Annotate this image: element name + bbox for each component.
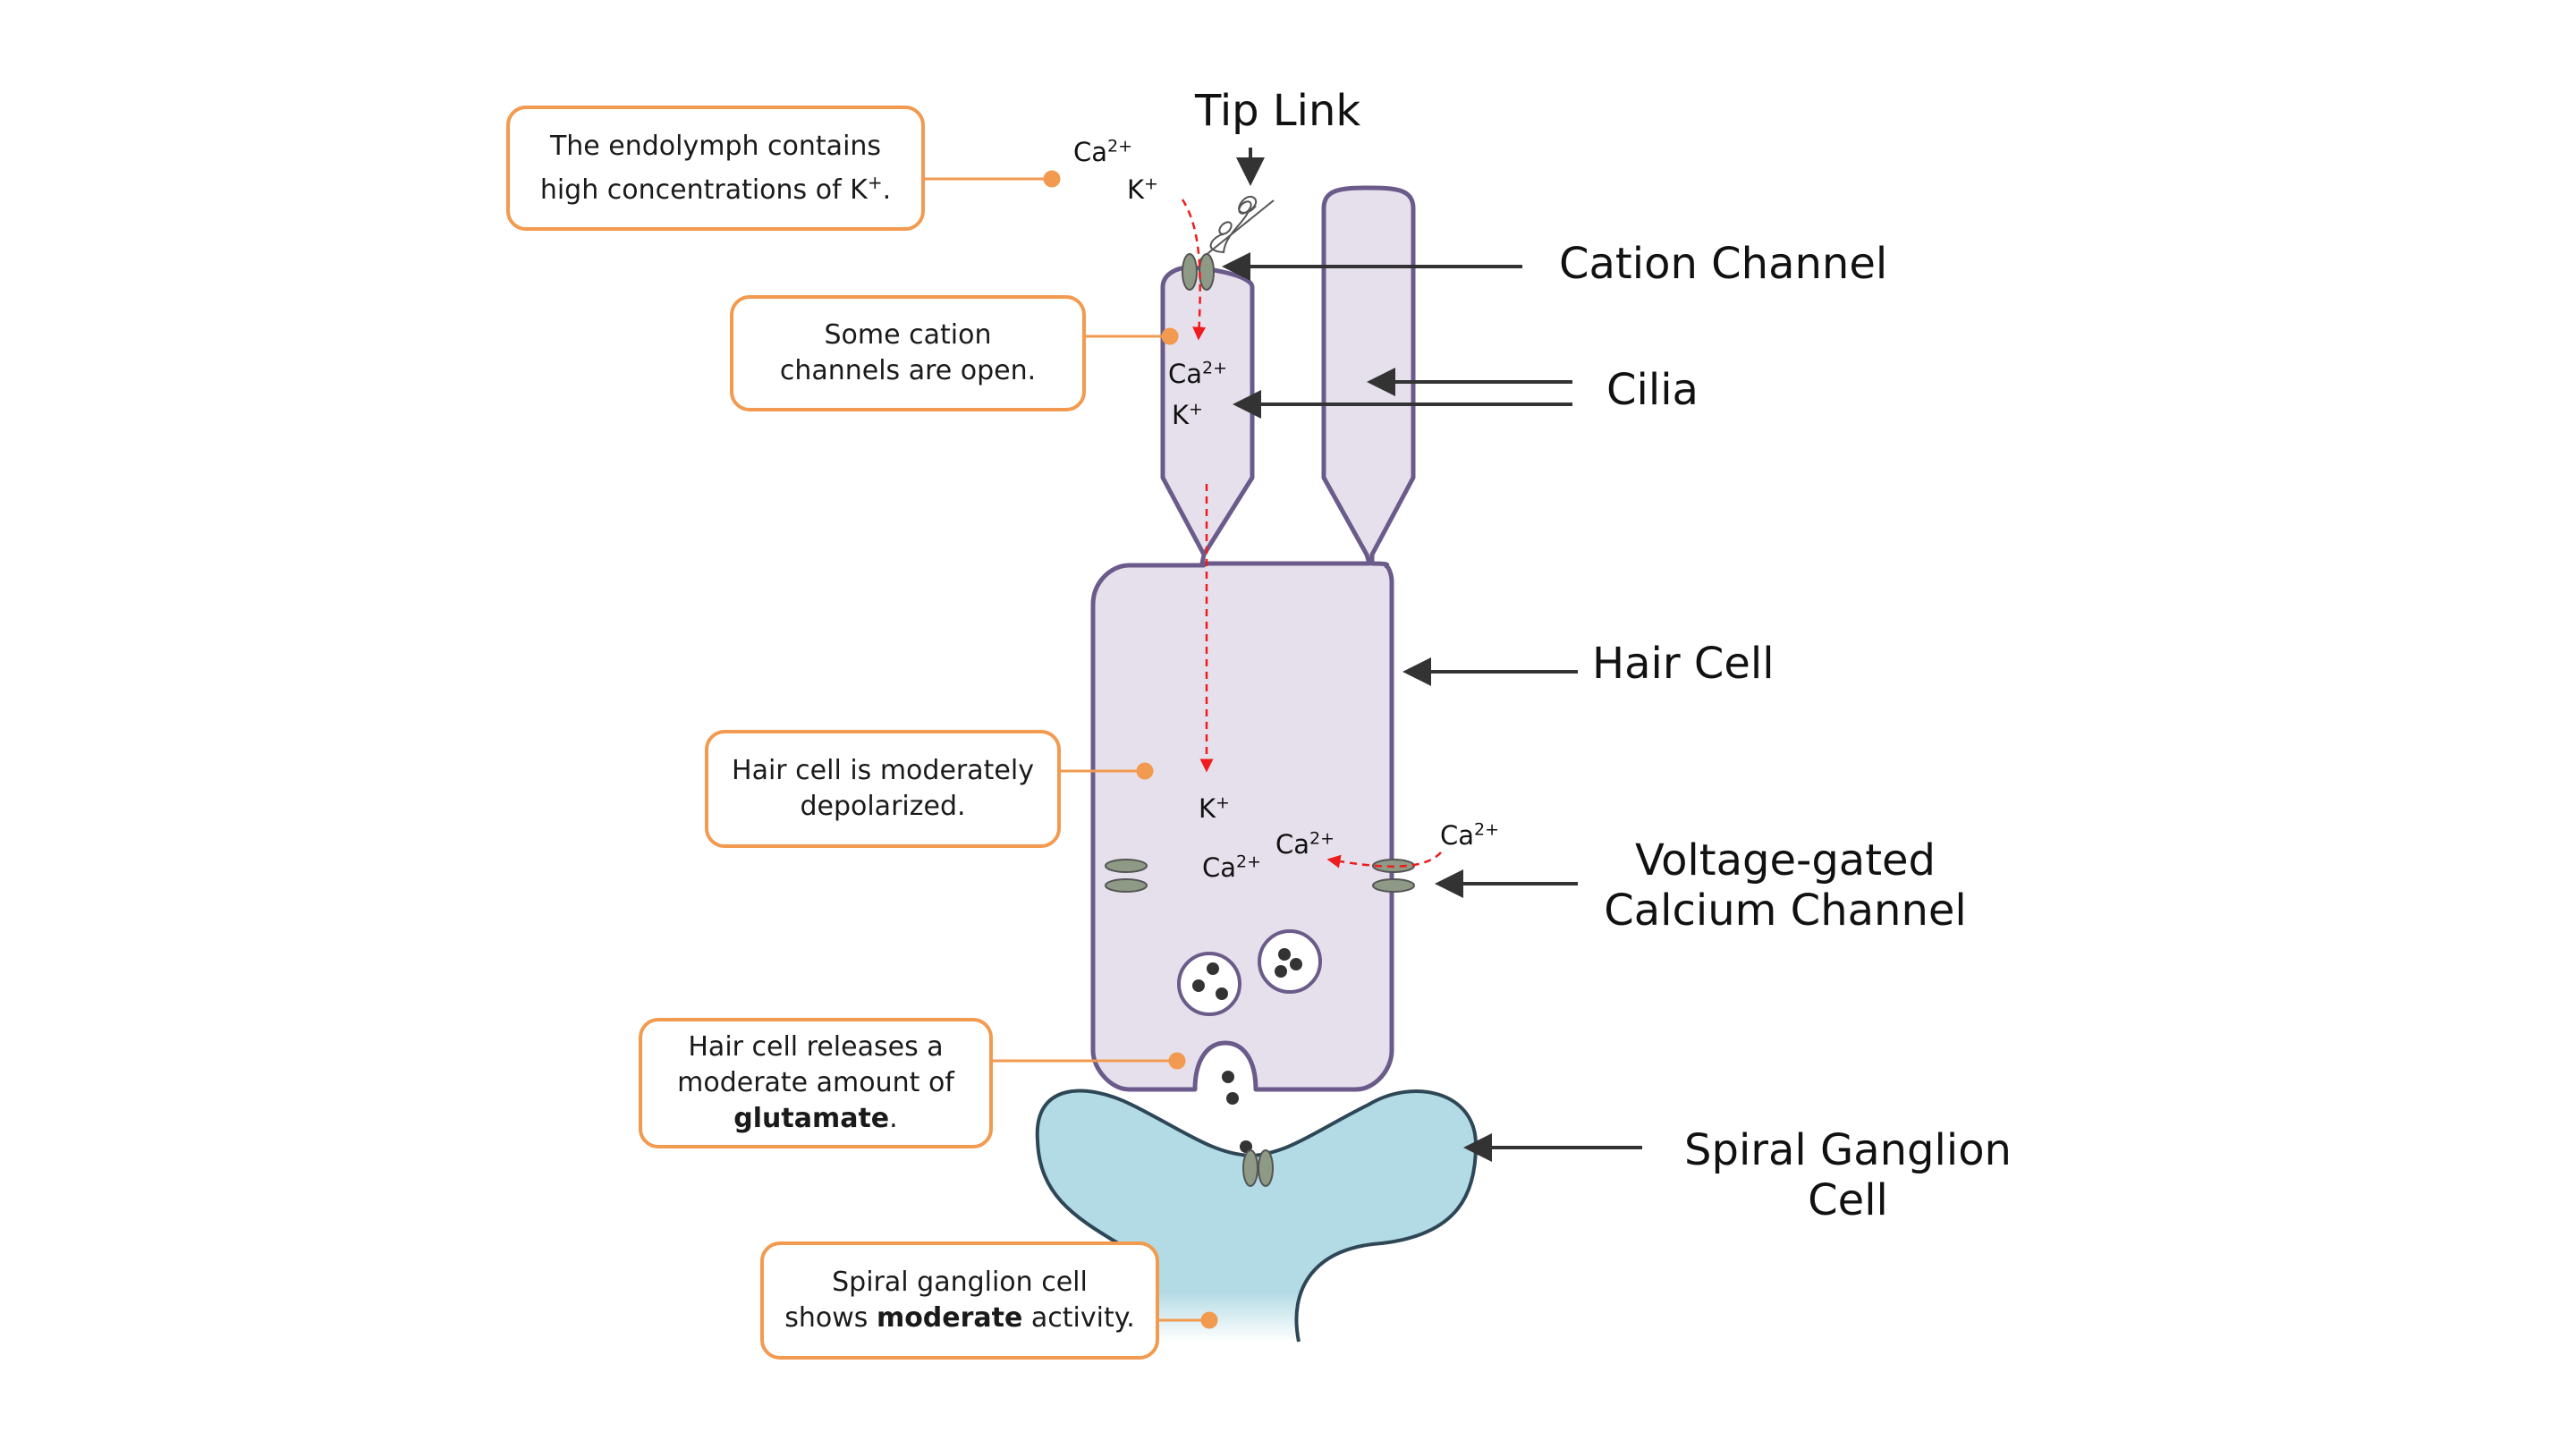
- callout-glutamate-line1: Hair cell releases a: [688, 1031, 944, 1063]
- callout-ganglion-activity: Spiral ganglion cell shows moderate acti…: [760, 1241, 1159, 1360]
- ion-flow-arrows: [1181, 199, 1442, 869]
- label-vgcc-line2: Calcium Channel: [1604, 886, 1967, 936]
- label-vgcc-line1: Voltage-gated: [1634, 835, 1936, 886]
- callout-ganglion-line1: Spiral ganglion cell: [832, 1267, 1088, 1298]
- callout-depolarized-line1: Hair cell is moderately: [732, 755, 1034, 786]
- callout-depolarized: Hair cell is moderately depolarized.: [705, 730, 1061, 848]
- callout-depolarized-line2: depolarized.: [800, 791, 966, 822]
- ion-ca-hair-cell-center: Ca2+: [1275, 828, 1335, 860]
- label-tip-link: Tip Link: [1195, 86, 1361, 136]
- ion-ca-hair-cell-left: Ca2+: [1202, 852, 1262, 883]
- vesicle-left: [1177, 952, 1241, 1016]
- ion-ca-cilium: Ca2+: [1168, 358, 1228, 389]
- ion-ca-endolymph: Ca2+: [1073, 136, 1133, 167]
- label-voltage-gated: Voltage-gated Calcium Channel: [1589, 835, 1982, 936]
- callout-glutamate-line3: glutamate.: [733, 1103, 898, 1134]
- callout-glutamate: Hair cell releases a moderate amount of …: [639, 1018, 993, 1148]
- callout-endolymph-line1: The endolymph contains: [549, 130, 882, 162]
- callout-cation-open: Some cation channels are open.: [730, 295, 1086, 411]
- vgcc-left: [1105, 859, 1148, 893]
- label-cation-channel: Cation Channel: [1559, 239, 1888, 289]
- label-arrows: [1222, 148, 1642, 1162]
- released-glutamate: [1222, 1071, 1252, 1153]
- vgcc-right: [1372, 859, 1415, 893]
- callout-connectors: [925, 170, 1218, 1329]
- callout-endolymph-line2: high concentrations of K+.: [539, 171, 892, 206]
- ion-k-hair-cell: K+: [1199, 792, 1230, 824]
- ion-k-endolymph: K+: [1127, 174, 1158, 205]
- vesicle-right: [1258, 929, 1322, 994]
- tip-link: [1199, 196, 1275, 260]
- callout-endolymph: The endolymph contains high concentratio…: [506, 106, 925, 231]
- label-spiral-line1: Spiral Ganglion: [1684, 1125, 2012, 1175]
- label-cilia: Cilia: [1606, 365, 1699, 415]
- glutamate-receptor: [1242, 1149, 1274, 1187]
- ion-ca-outside: Ca2+: [1440, 819, 1500, 851]
- label-spiral-ganglion: Spiral Ganglion Cell: [1669, 1125, 2027, 1225]
- ion-k-cilium: K+: [1172, 399, 1203, 430]
- label-hair-cell: Hair Cell: [1592, 639, 1775, 689]
- callout-glutamate-line2: moderate amount of: [677, 1067, 954, 1098]
- label-spiral-line2: Cell: [1808, 1175, 1888, 1225]
- hair-cell-body: [1090, 185, 1416, 1092]
- callout-cation-open-line1: Some cation: [824, 319, 992, 351]
- callout-ganglion-line2: shows moderate activity.: [784, 1302, 1135, 1334]
- callout-cation-open-line2: channels are open.: [779, 355, 1037, 386]
